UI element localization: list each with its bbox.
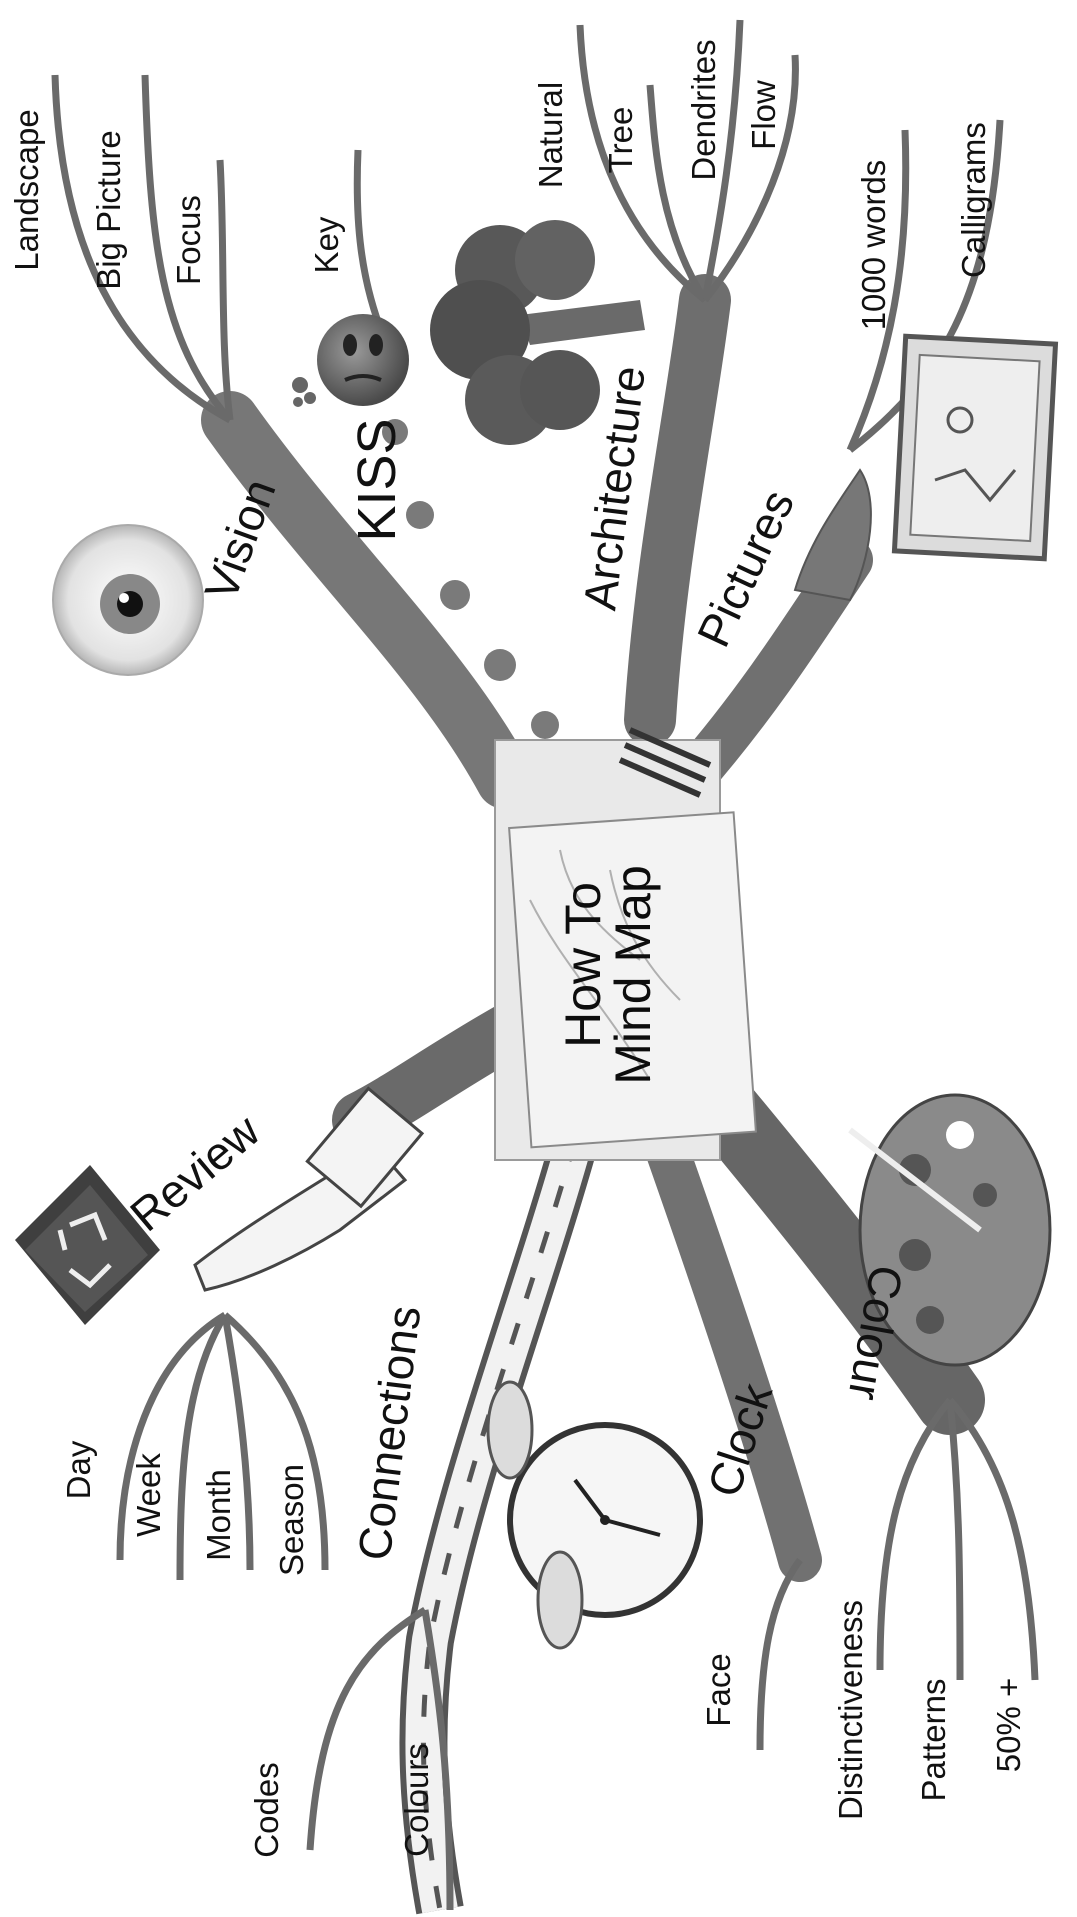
center-title-line2: Mind Map	[605, 865, 661, 1085]
pictures-child-calligrams: Calligrams	[955, 122, 992, 278]
review-child-season: Season	[273, 1464, 310, 1576]
center-title-line1: How To	[555, 882, 611, 1048]
clock-child-face: Face	[700, 1653, 737, 1726]
connections-label: Connections	[348, 1303, 431, 1563]
colour-child-50-plus: 50% +	[990, 1678, 1027, 1773]
connections-child-colours: Colours	[398, 1743, 435, 1857]
alarm-clock-icon	[488, 1382, 700, 1648]
architecture-branch	[650, 300, 705, 720]
paintbrush-icon	[795, 470, 871, 600]
key-sub-branch	[357, 150, 385, 340]
vision-child-focus: Focus	[170, 195, 207, 285]
architecture-child-natural: Natural	[532, 82, 569, 188]
architecture-child-flow: Flow	[745, 80, 782, 150]
architecture-child-tree: Tree	[602, 107, 639, 174]
eye-icon	[53, 525, 203, 675]
kiss-child-key: Key	[308, 216, 345, 273]
vision-child-landscape: Landscape	[8, 109, 45, 270]
picture-frame-icon	[894, 336, 1055, 559]
colour-child-distinctiveness: Distinctiveness	[832, 1600, 869, 1820]
pictures-child-1000-words: 1000 words	[855, 160, 892, 331]
review-child-month: Month	[200, 1469, 237, 1561]
architecture-child-dendrites: Dendrites	[685, 39, 722, 180]
connections-child-codes: Codes	[248, 1762, 285, 1857]
colour-child-patterns: Patterns	[915, 1679, 952, 1802]
kiss-label: KISS	[347, 418, 407, 541]
review-label: Review	[120, 1104, 270, 1241]
face-icon	[292, 314, 409, 407]
review-child-week: Week	[130, 1453, 167, 1537]
clock-sub-branch	[760, 1560, 800, 1750]
vision-child-big-picture: Big Picture	[90, 130, 127, 290]
vision-label: Vision	[194, 472, 285, 607]
colour-sub-branches	[880, 1400, 1035, 1680]
review-child-day: Day	[60, 1440, 97, 1499]
